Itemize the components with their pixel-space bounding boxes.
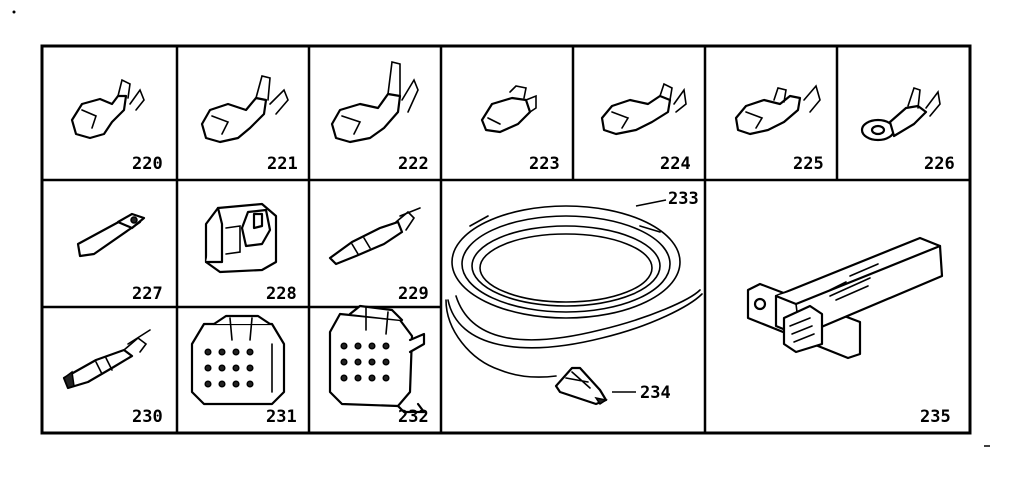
label-220: 220 [132, 154, 163, 174]
terminal-220-drawing [70, 78, 145, 140]
label-233: 233 [668, 189, 699, 209]
clip-228-drawing [204, 202, 278, 274]
terminal-222-drawing [330, 61, 419, 144]
label-234: 234 [640, 383, 671, 403]
tip-234-drawing [554, 366, 608, 406]
terminal-226-drawing [860, 86, 941, 142]
housing-232-drawing [328, 304, 426, 414]
cell-grid [42, 46, 970, 433]
terminal-221-drawing [200, 75, 289, 144]
label-228: 228 [266, 284, 297, 304]
stray-dot [12, 10, 16, 14]
label-232: 232 [398, 407, 429, 427]
label-221: 221 [267, 154, 298, 174]
terminal-224-drawing [600, 82, 687, 136]
tubing-233-drawing [445, 205, 703, 378]
terminal-223-drawing [480, 85, 537, 134]
label-222: 222 [398, 154, 429, 174]
label-225: 225 [793, 154, 824, 174]
terminal-225-drawing [734, 84, 821, 136]
label-224: 224 [660, 154, 691, 174]
contact-230-drawing [62, 329, 151, 390]
contact-229-drawing [328, 207, 421, 266]
connector-235-drawing [746, 236, 944, 360]
label-226: 226 [924, 154, 955, 174]
label-227: 227 [132, 284, 163, 304]
label-223: 223 [529, 154, 560, 174]
label-229: 229 [398, 284, 429, 304]
label-235: 235 [920, 407, 951, 427]
part-numbers: 220 221 222 223 224 225 226 227 228 229 … [132, 154, 955, 427]
terminal-227-drawing [76, 212, 146, 258]
housing-231-drawing [190, 314, 286, 406]
label-230: 230 [132, 407, 163, 427]
leader-233 [635, 199, 667, 207]
label-231: 231 [266, 407, 297, 427]
